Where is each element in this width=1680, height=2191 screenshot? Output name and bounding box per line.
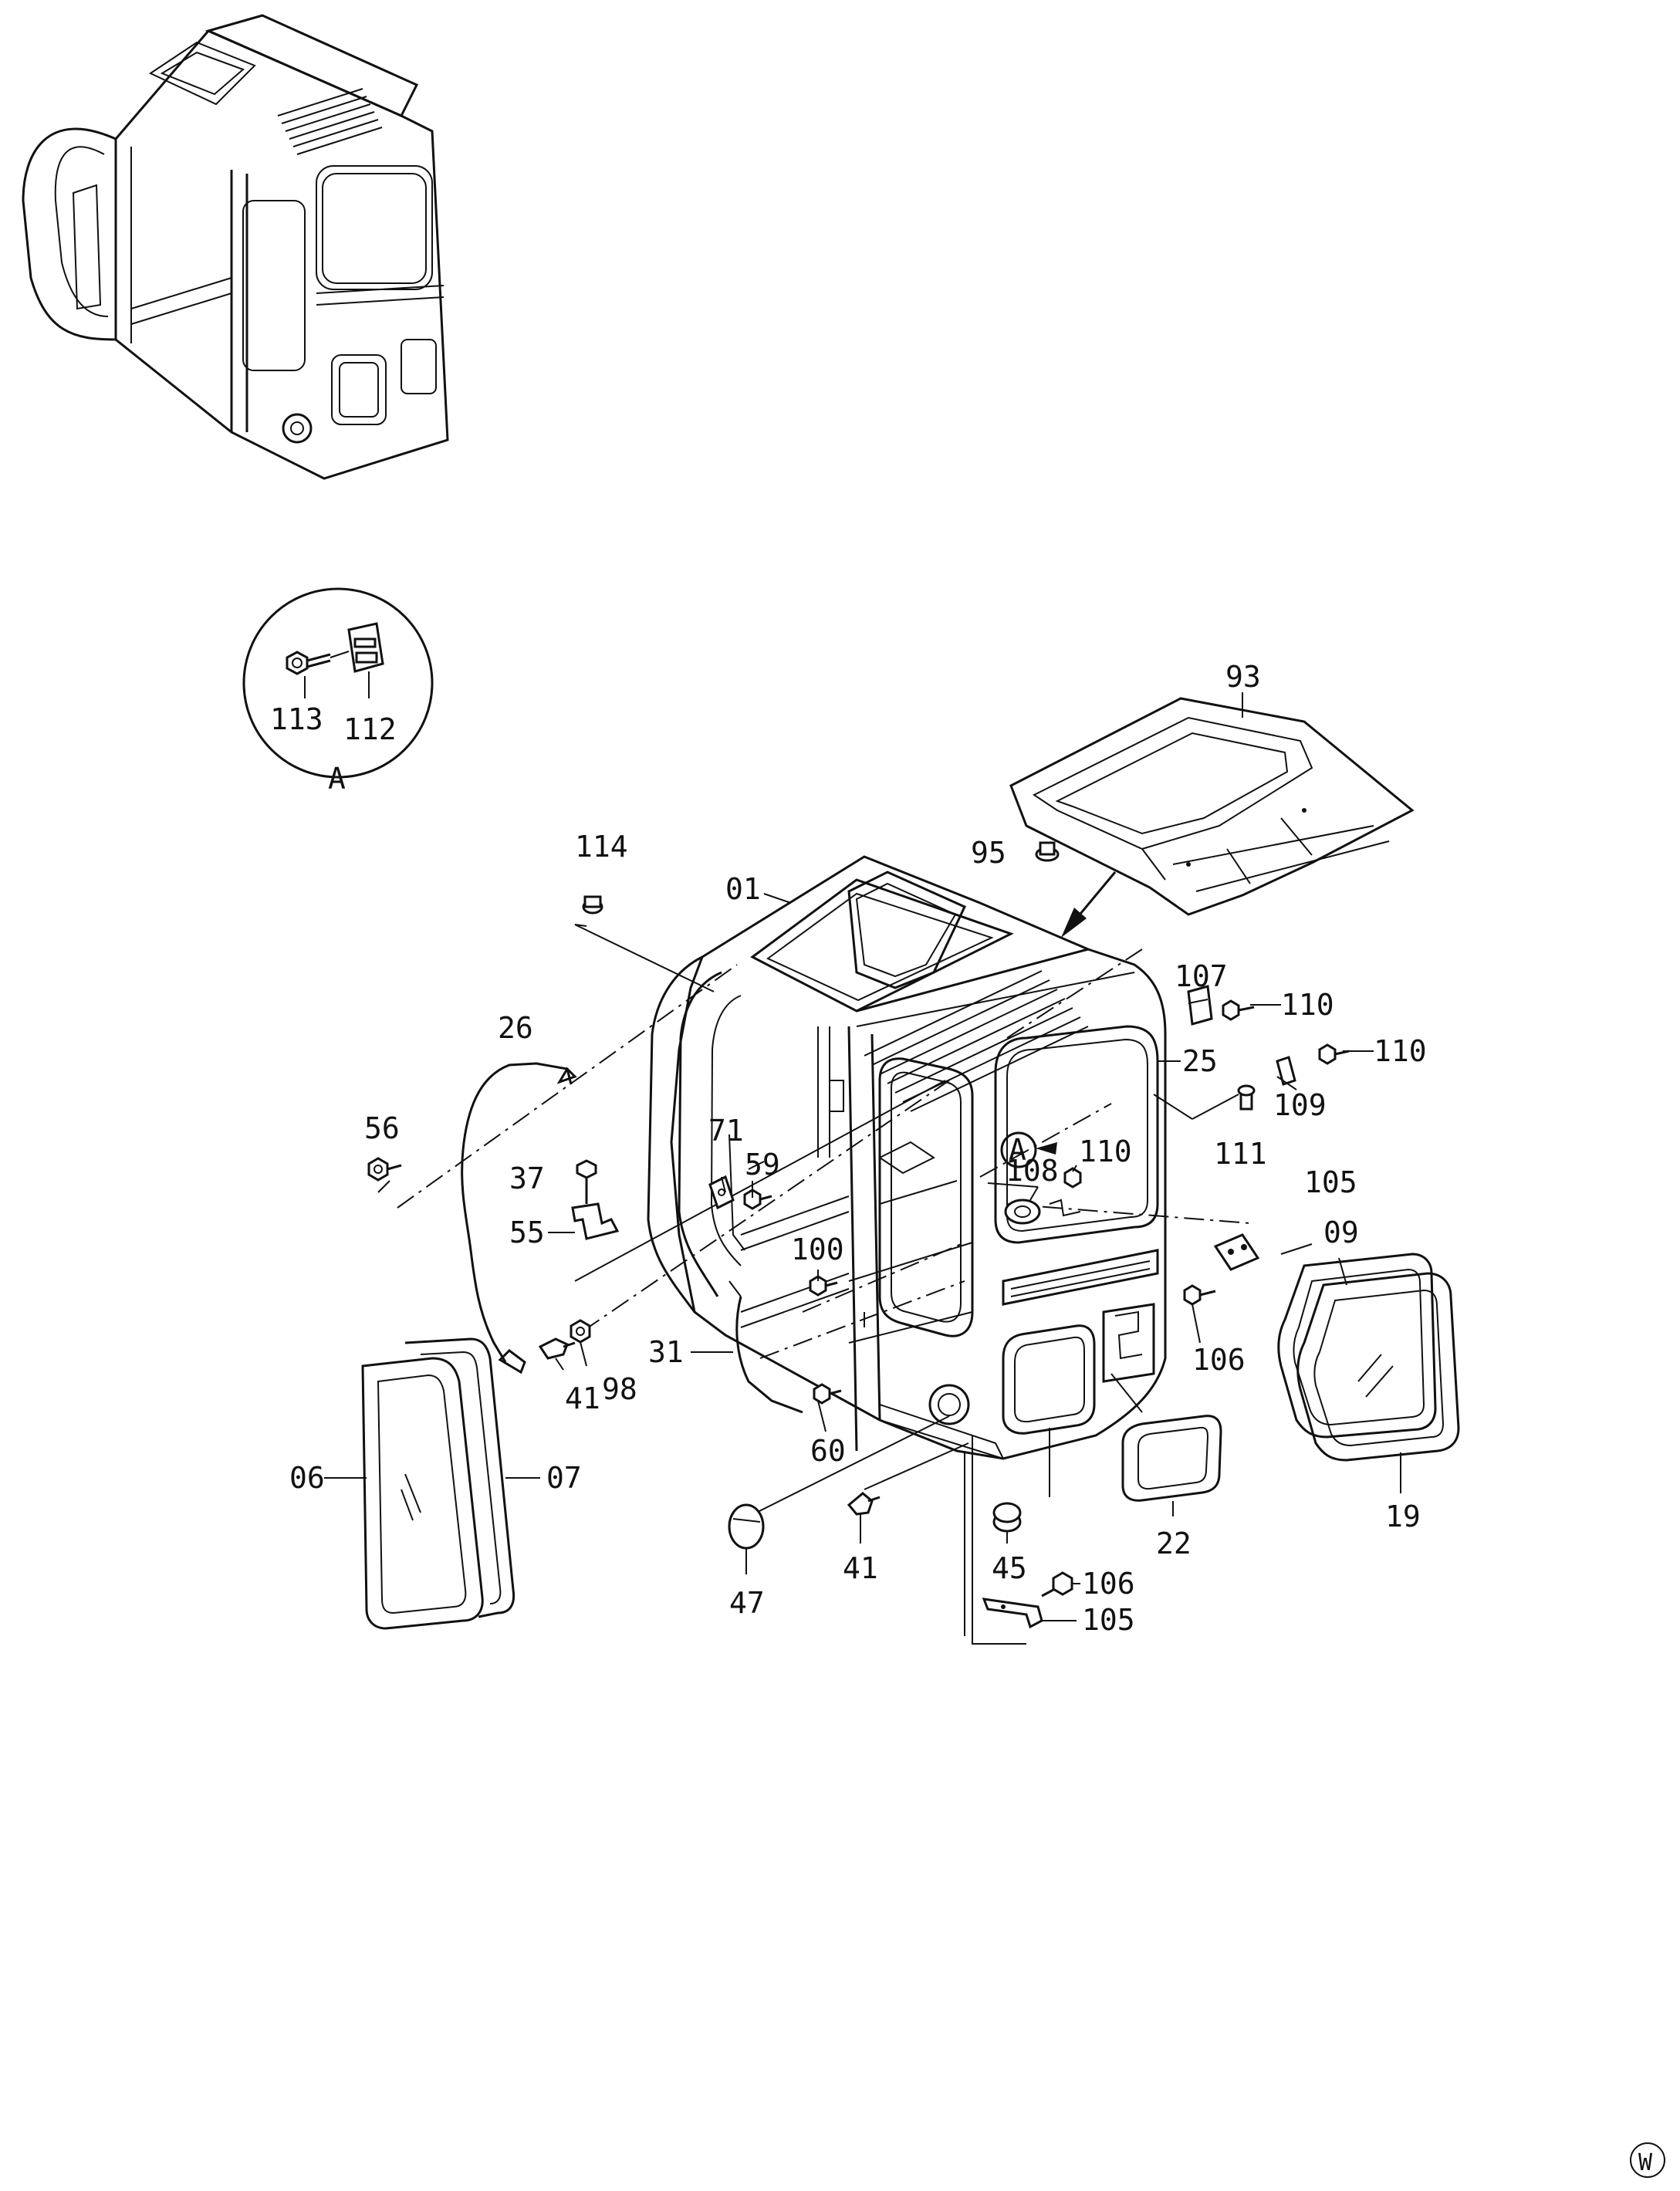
callout-19: 19 [1385, 1500, 1421, 1533]
callout-109: 109 [1273, 1088, 1327, 1122]
callout-22: 22 [1156, 1527, 1192, 1560]
washer-98-icon [570, 1319, 591, 1344]
callout-60: 60 [810, 1434, 846, 1468]
callout-105: 105 [1082, 1603, 1135, 1637]
callout-105: 105 [1304, 1165, 1357, 1199]
callout-98: 98 [602, 1372, 637, 1406]
callout-111: 111 [1214, 1137, 1267, 1171]
bracket-112-icon [347, 622, 384, 673]
callout-71: 71 [708, 1114, 744, 1148]
callout-37: 37 [509, 1161, 545, 1195]
seal-22-icon [1121, 1415, 1222, 1516]
callout-09: 09 [1323, 1216, 1359, 1249]
cap-114-icon [582, 895, 603, 915]
callout-114: 114 [575, 830, 628, 864]
bolt-60-icon [813, 1383, 842, 1405]
callout-31: 31 [648, 1335, 684, 1369]
roof-panel-93 [1009, 692, 1415, 916]
bolt-110-center-icon [1063, 1167, 1082, 1188]
callout-106: 106 [1082, 1567, 1135, 1601]
cab-frame-01 [647, 855, 1167, 1460]
callout-95: 95 [971, 836, 1006, 870]
callout-47: 47 [729, 1586, 765, 1620]
callout-108: 108 [1006, 1154, 1059, 1188]
glass-09-19-icon [1277, 1253, 1460, 1493]
callout-107: 107 [1175, 959, 1228, 993]
grommet-45-icon [992, 1502, 1022, 1533]
bracket-55-icon [571, 1202, 620, 1240]
dashed-leaders [397, 948, 1251, 1359]
solid-leaders [574, 924, 1143, 1645]
bracket-105-right-icon [1213, 1233, 1260, 1271]
bolt-56-icon [367, 1157, 402, 1182]
clip-71-icon [708, 1175, 735, 1210]
corner-mark-label: W [1638, 2149, 1653, 2176]
bolt-110-top-icon [1222, 999, 1255, 1021]
harness-26-icon [461, 1062, 577, 1374]
glass-06-07-icon [324, 1337, 540, 1630]
callout-26: 26 [498, 1011, 533, 1045]
callout-25: 25 [1182, 1044, 1218, 1078]
callout-01: 01 [725, 872, 761, 906]
detail-view-label: A [328, 762, 346, 796]
overview-roof-grille [277, 88, 383, 155]
bolt-59-icon [743, 1188, 772, 1210]
bracket-105-bottom-icon [982, 1598, 1043, 1629]
callout-106: 106 [1192, 1343, 1246, 1377]
callout-110: 110 [1281, 988, 1334, 1022]
bolt-110-right-icon [1318, 1043, 1350, 1065]
callout-06: 06 [289, 1461, 325, 1495]
callout-leaders [377, 893, 1374, 1621]
callout-55: 55 [509, 1216, 545, 1249]
plug-41-bottom-icon [847, 1492, 881, 1516]
detail-a-marker: A [1000, 1131, 1057, 1168]
callout-59: 59 [745, 1148, 780, 1182]
bolt-113-icon [286, 651, 350, 675]
callout-56: 56 [364, 1111, 400, 1145]
callout-93: 93 [1225, 660, 1261, 694]
bolt-37-icon [576, 1159, 597, 1204]
pin-111-icon [1237, 1084, 1256, 1111]
detail-a-marker-label: A [1009, 1133, 1026, 1167]
callout-41: 41 [843, 1551, 878, 1585]
detail-view-a: 113 112 A [242, 587, 434, 796]
harness-31-icon [728, 1280, 803, 1414]
clip-109-icon [1276, 1056, 1296, 1086]
callout-110: 110 [1374, 1034, 1427, 1068]
callout-110: 110 [1079, 1134, 1132, 1168]
assembly-arrow [1061, 871, 1117, 938]
plug-41-left-icon [538, 1337, 576, 1360]
corner-mark: W [1630, 2142, 1665, 2178]
cover-47-icon [728, 1503, 765, 1550]
overview-cab-illustration [22, 14, 449, 480]
callout-07: 07 [546, 1461, 582, 1495]
callout-100: 100 [791, 1232, 844, 1266]
clip-108-icon [1004, 1199, 1081, 1225]
bolt-106-bottom-icon [1041, 1571, 1073, 1598]
roof-grille [864, 970, 1089, 1112]
grommet-95-icon [1035, 841, 1060, 862]
callout-45: 45 [992, 1551, 1027, 1585]
callout-112: 112 [343, 712, 397, 746]
callout-113: 113 [270, 702, 323, 736]
callout-41: 41 [565, 1381, 600, 1415]
bolt-106-right-icon [1183, 1284, 1216, 1306]
clip-107-icon [1187, 985, 1213, 1026]
